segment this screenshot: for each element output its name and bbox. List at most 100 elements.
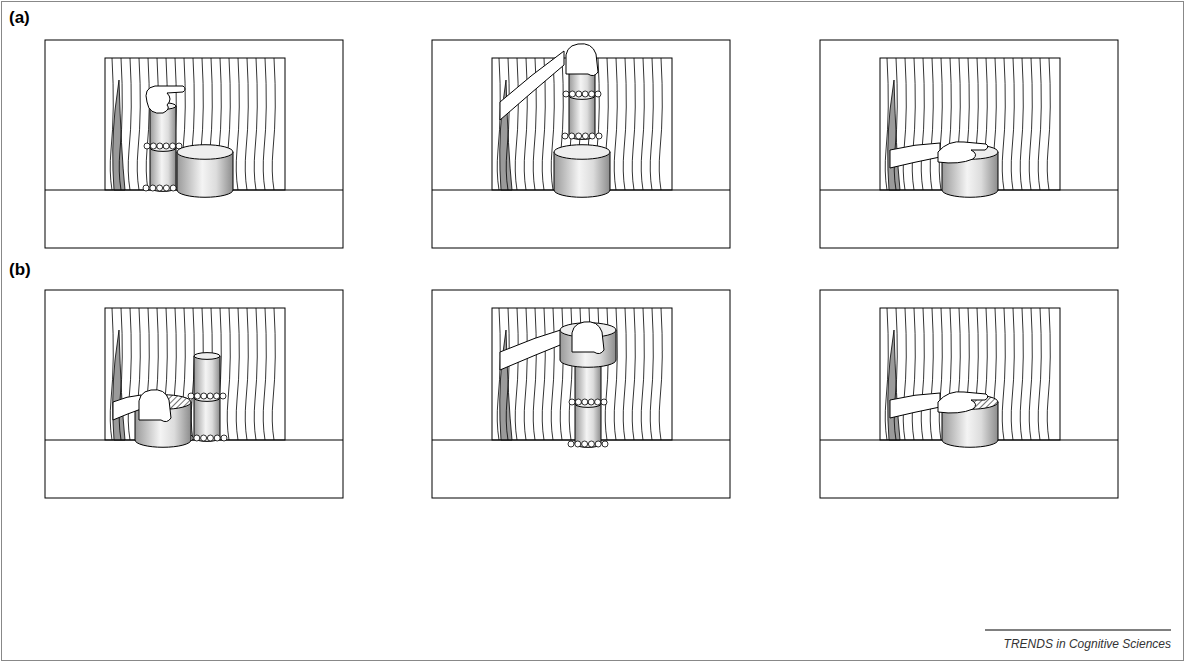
curtain-fold <box>245 308 248 440</box>
bead <box>595 441 601 447</box>
bead <box>588 399 594 405</box>
bead <box>569 133 575 139</box>
curtain-fold <box>245 58 248 190</box>
cylinder-body <box>569 96 595 139</box>
curtain-fold <box>1047 308 1050 440</box>
curtain-fold <box>912 58 915 190</box>
bead <box>201 435 207 441</box>
bead <box>575 441 581 447</box>
curtain-gap <box>500 330 512 440</box>
cylinder-body <box>150 148 176 191</box>
curtain-fold <box>1011 58 1014 190</box>
journal-credit: TRENDS in Cognitive Sciences <box>1004 637 1171 651</box>
bead <box>582 441 588 447</box>
gloved-hand <box>938 392 988 413</box>
bead <box>150 185 156 191</box>
curtain-fold <box>551 308 554 440</box>
bead <box>589 133 595 139</box>
gloved-hand <box>146 86 185 113</box>
bead <box>595 399 601 405</box>
curtain-fold <box>263 58 266 190</box>
curtain-fold <box>137 58 140 190</box>
bead <box>157 143 163 149</box>
curtain-gap <box>113 80 125 190</box>
curtain-fold <box>272 308 275 440</box>
bead <box>596 133 602 139</box>
cylinder-body <box>575 362 601 403</box>
arm <box>500 51 564 120</box>
bead <box>588 441 594 447</box>
curtain-fold <box>921 308 924 440</box>
curtain-fold <box>641 308 644 440</box>
curtain-fold <box>885 58 888 190</box>
bead <box>163 143 169 149</box>
cylinder-top <box>177 145 233 160</box>
curtain-fold <box>632 58 635 190</box>
curtain-fold <box>497 308 500 440</box>
bead <box>170 143 176 149</box>
bead <box>563 91 569 97</box>
bead <box>163 185 169 191</box>
bead <box>575 399 581 405</box>
panel-label: (b) <box>9 260 31 280</box>
panel-frame <box>432 290 730 498</box>
curtain-fold <box>1020 308 1023 440</box>
bead <box>569 91 575 97</box>
arm <box>890 393 940 418</box>
arm <box>890 143 940 168</box>
curtain-fold <box>903 58 906 190</box>
bead <box>568 441 574 447</box>
panel-frame <box>432 40 730 248</box>
cylinder-body <box>194 398 220 441</box>
scene-panel <box>45 40 343 248</box>
curtain-fold <box>263 308 266 440</box>
bead <box>194 435 200 441</box>
bead <box>602 441 608 447</box>
curtain-fold <box>1038 58 1041 190</box>
bead <box>220 393 226 399</box>
bead <box>150 143 156 149</box>
curtain-fold <box>632 308 635 440</box>
gloved-hand <box>938 142 988 163</box>
bead <box>569 399 575 405</box>
bead <box>582 91 588 97</box>
curtain-fold <box>506 58 509 190</box>
curtain-fold <box>236 58 239 190</box>
curtain-fold <box>1020 58 1023 190</box>
curtain-fold <box>623 58 626 190</box>
curtain-fold <box>894 58 897 190</box>
bead <box>170 185 176 191</box>
bead <box>143 185 149 191</box>
curtain-fold <box>524 308 527 440</box>
bead <box>214 393 220 399</box>
curtain-fold <box>272 58 275 190</box>
gloved-hand <box>139 390 171 422</box>
curtain-fold <box>623 308 626 440</box>
curtain-fold <box>903 308 906 440</box>
curtain-fold <box>515 308 518 440</box>
curtain-fold <box>119 308 122 440</box>
cylinder-body <box>194 356 220 397</box>
bead <box>207 393 213 399</box>
curtain-fold <box>1029 308 1032 440</box>
panel-frame <box>45 40 343 248</box>
curtain-fold <box>497 58 500 190</box>
curtain-fold <box>1047 58 1050 190</box>
curtain-fold <box>650 58 653 190</box>
curtain-fold <box>1029 58 1032 190</box>
curtain-fold <box>921 58 924 190</box>
bead <box>562 133 568 139</box>
curtain-gap <box>888 330 900 440</box>
arm <box>113 395 141 420</box>
bead <box>207 435 213 441</box>
scene-panel <box>820 290 1118 498</box>
curtain-fold <box>533 308 536 440</box>
panel-frame <box>820 40 1118 248</box>
bead <box>188 393 194 399</box>
curtain-fold <box>1002 58 1005 190</box>
bead <box>144 143 150 149</box>
bead <box>194 393 200 399</box>
bead <box>576 91 582 97</box>
